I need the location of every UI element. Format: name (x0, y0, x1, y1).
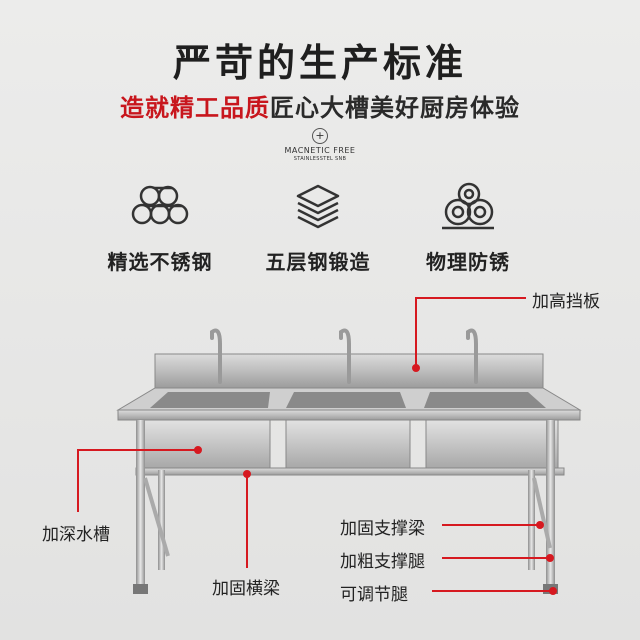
callout-adjustable-foot: 可调节腿 (340, 585, 408, 605)
basin-right (425, 419, 559, 469)
foot-left (133, 584, 148, 594)
feature-steel: 精选不锈钢 (90, 182, 230, 275)
crossbeam (135, 467, 565, 476)
callout-backsplash: 加高挡板 (532, 292, 600, 312)
badge-line2: STAINLESSTEL SNB (293, 156, 347, 162)
plus-circle-icon: + (312, 128, 328, 144)
feature-label: 物理防锈 (426, 250, 510, 274)
feature-forged: 五层钢锻造 (248, 182, 388, 275)
basin-opening-right (424, 392, 546, 408)
feature-label: 五层钢锻造 (265, 250, 371, 274)
faucet-left (210, 328, 222, 384)
steel-rolls-icon (442, 182, 494, 230)
leg-back-left (158, 470, 165, 570)
leg-front-right (546, 420, 555, 590)
callout-deep-basin: 加深水槽 (42, 525, 110, 545)
callout-crossbeam: 加固横梁 (212, 579, 280, 599)
subtitle: 造就精工品质匠心大槽美好厨房体验 (0, 88, 640, 123)
brace-left (143, 477, 170, 557)
subtitle-highlight: 造就精工品质 (120, 94, 270, 122)
pipes-bundle-icon (131, 185, 189, 225)
faucet-right (466, 328, 478, 384)
basin-middle (285, 419, 411, 469)
leg-back-right (528, 470, 535, 570)
callout-line-backsplash (415, 297, 526, 368)
basin-opening-middle (286, 392, 406, 408)
feature-rustproof: 物理防锈 (398, 182, 538, 275)
feature-label: 精选不锈钢 (107, 250, 213, 274)
subtitle-rest: 匠心大槽美好厨房体验 (270, 94, 520, 122)
layers-stack-icon (296, 184, 340, 229)
basin-left (137, 419, 271, 469)
basin-opening-left (150, 392, 270, 408)
leg-front-left (136, 420, 145, 590)
callout-thick-leg: 加粗支撑腿 (340, 552, 425, 572)
front-rim (117, 409, 581, 421)
callout-brace: 加固支撑梁 (340, 519, 425, 539)
faucets (210, 328, 478, 384)
faucet-middle (339, 328, 351, 384)
badge-line1: MACNETIC FREE (284, 146, 356, 155)
callout-line-deep-basin (77, 449, 198, 512)
magnetic-free-badge: + MACNETIC FREE STAINLESSTEL SNB (250, 124, 390, 162)
page-title: 严苛的生产标准 (172, 41, 467, 85)
brace-right (532, 477, 552, 549)
